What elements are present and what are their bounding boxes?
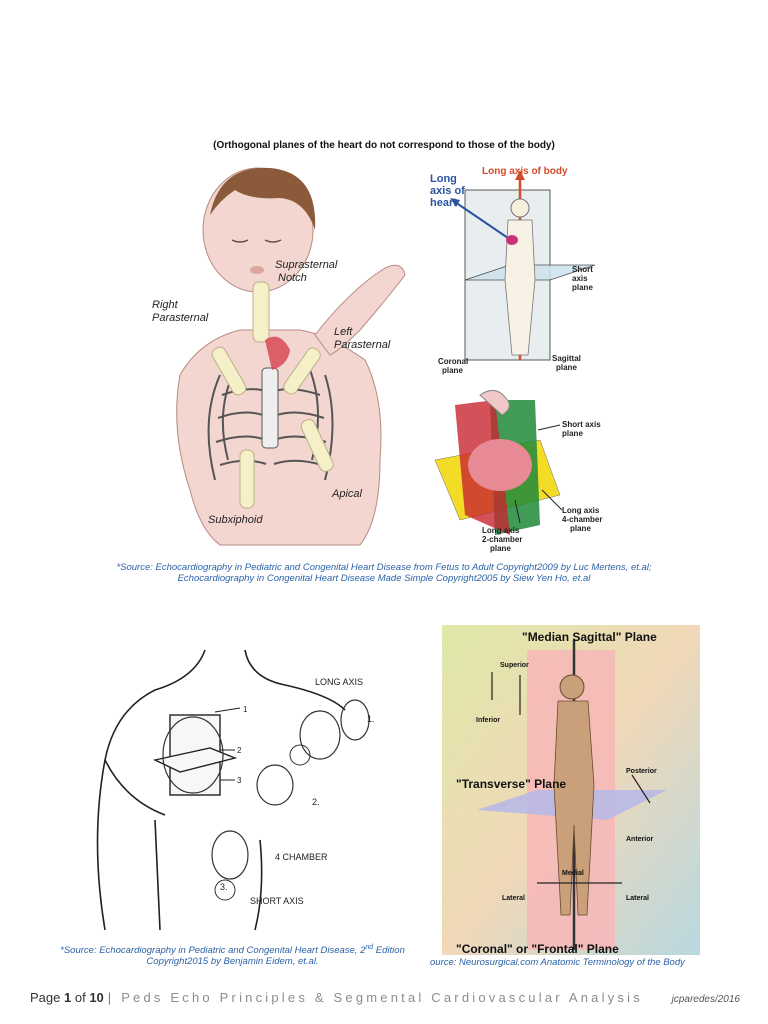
label-2ch-2: 2-chamber (482, 535, 522, 544)
view-num-1: 1. (367, 714, 375, 724)
view-num-2: 2. (312, 797, 320, 807)
label-lateral-left: Lateral (502, 895, 525, 902)
label-notch: Notch (278, 272, 307, 284)
label-left: Left (334, 326, 353, 338)
footer-author: jcparedes/2016 (671, 994, 740, 1005)
label-superior: Superior (500, 662, 529, 669)
label-lateral-right: Lateral (626, 895, 649, 902)
label-long-axis-body: Long axis of body (482, 166, 568, 177)
label-short-3: plane (572, 283, 593, 292)
label-2ch-1: Long axis (482, 526, 520, 535)
plane-mark-1: 1 (243, 705, 248, 714)
document-title: Peds Echo Principles & Segmental Cardiov… (121, 990, 643, 1005)
page-word: Page (30, 990, 61, 1005)
source-note-2-line-1: *Source: Echocardiography in Pediatric a… (60, 944, 405, 957)
label-left-parasternal: Parasternal (334, 339, 391, 351)
label-4ch-2: 4-chamber (562, 515, 602, 524)
label-short-axis: SHORT AXIS (250, 896, 304, 906)
label-4ch-3: plane (570, 524, 591, 533)
label-coronal-frontal: "Coronal" or "Frontal" Plane (456, 942, 619, 955)
page-footer: Page 1 of 10 | Peds Echo Principles & Se… (30, 990, 740, 1010)
label-long-1: Long (430, 173, 457, 185)
source-note-2: *Source: Echocardiography in Pediatric a… (20, 944, 445, 967)
label-4ch-1: Long axis (562, 506, 600, 515)
figure-heading: (Orthogonal planes of the heart do not c… (213, 140, 555, 151)
label-median-sagittal: "Median Sagittal" Plane (522, 630, 657, 644)
page-number: 1 (64, 990, 72, 1005)
body-axes-figure: Long axis of body Long axis of heart Sho… (430, 166, 596, 375)
label-short-axis-2: plane (562, 429, 583, 438)
infant-echo-windows-figure: Suprasternal Notch Right Parasternal Lef… (152, 167, 406, 546)
echo-views-line-drawing: LONG AXIS 4 CHAMBER SHORT AXIS 1. 2. 3. … (85, 640, 430, 940)
label-right-parasternal-2: Parasternal (152, 312, 209, 324)
label-suprasternal: Suprasternal (275, 259, 338, 271)
label-anterior: Anterior (626, 836, 654, 843)
anatomic-planes-figure: "Median Sagittal" Plane "Transverse" Pla… (442, 625, 700, 955)
footer-separator: | (107, 990, 112, 1005)
plane-mark-3: 3 (237, 776, 242, 785)
source-note-1-line-2: Echocardiography in Congenital Heart Dis… (177, 573, 591, 584)
label-sagittal-2: plane (556, 363, 577, 372)
label-long-2: axis of (430, 185, 465, 197)
label-long-3: heart (430, 197, 457, 209)
label-coronal-1: Coronal (438, 357, 468, 366)
label-subxiphoid: Subxiphoid (208, 514, 263, 526)
label-transverse: "Transverse" Plane (456, 777, 566, 791)
label-4-chamber: 4 CHAMBER (275, 852, 328, 862)
label-short-2: axis (572, 274, 588, 283)
label-long-axis: LONG AXIS (315, 677, 363, 687)
label-short-axis-1: Short axis (562, 420, 601, 429)
source-note-3: ource: Neurosurgical.com Anatomic Termin… (430, 957, 685, 968)
page-total: 10 (89, 990, 104, 1005)
source-note-1: *Source: Echocardiography in Pediatric a… (40, 562, 728, 584)
label-sagittal-1: Sagittal (552, 354, 581, 363)
of-word: of (74, 990, 86, 1005)
label-short-1: Short (572, 265, 593, 274)
label-right-parasternal-1: Right (152, 299, 179, 311)
source-note-2-line-2: Copyright2015 by Benjamin Eidem, et.al. (146, 956, 319, 968)
label-2ch-3: plane (490, 544, 511, 553)
label-coronal-2: plane (442, 366, 463, 375)
label-posterior: Posterior (626, 768, 657, 775)
source-note-1-line-1: *Source: Echocardiography in Pediatric a… (116, 562, 652, 573)
label-medial: Medial (562, 870, 584, 877)
plane-mark-2: 2 (237, 746, 242, 755)
view-num-3: 3. (220, 882, 228, 892)
label-apical: Apical (331, 488, 363, 500)
label-inferior: Inferior (476, 717, 500, 724)
heart-planes-figure: Short axis plane Long axis 4-chamber pla… (434, 390, 602, 553)
